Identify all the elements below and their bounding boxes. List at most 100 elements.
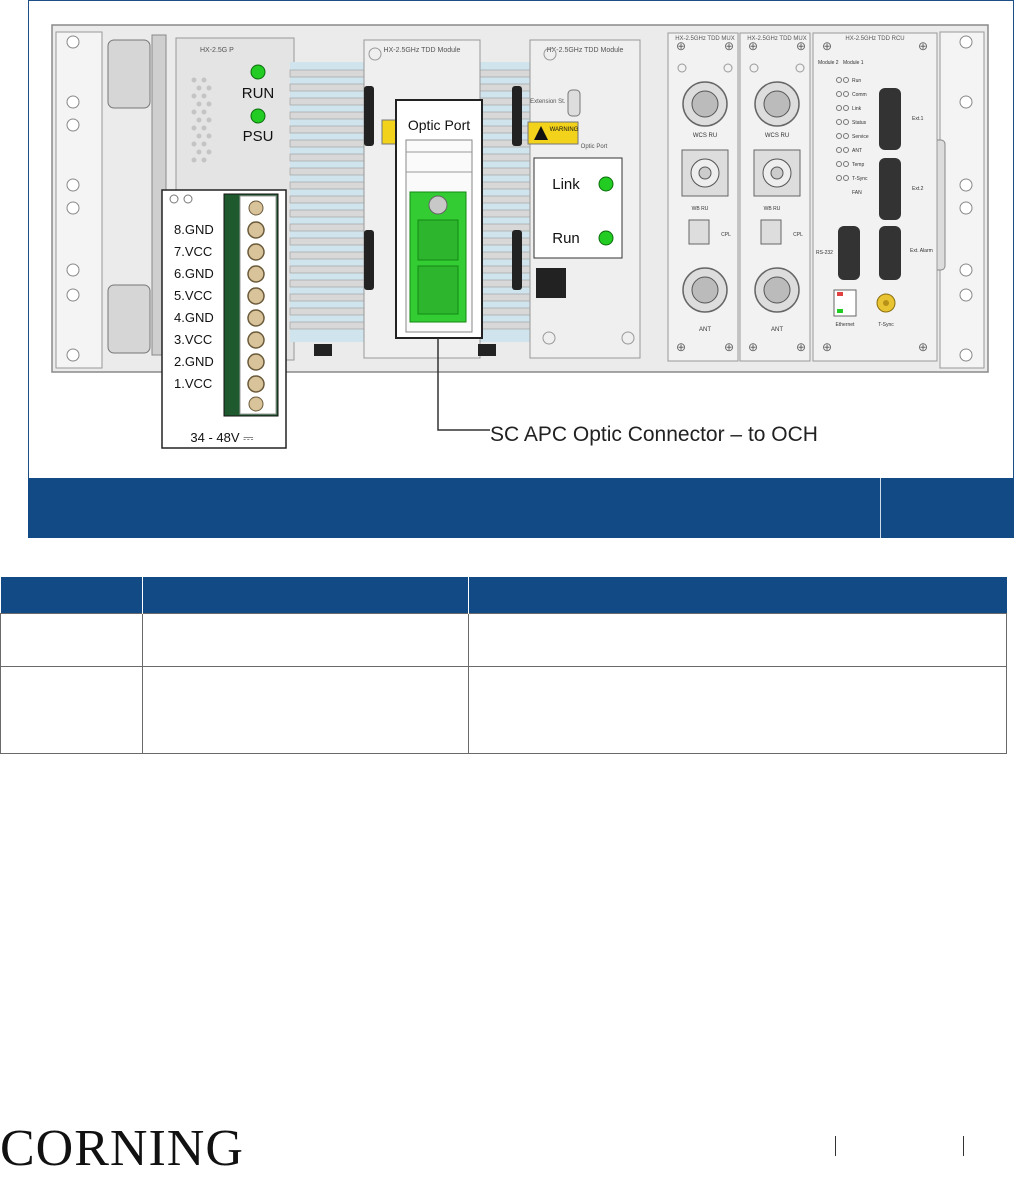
rcu-led-tsync: T-Sync [852,176,868,182]
footer-separator [963,1136,964,1156]
equipment-illustration: HX-2.5G P RUN PSU HX- [51,24,989,449]
table-header-cell [0,577,143,614]
laser-warning-label [527,121,579,145]
svg-text:⊕: ⊕ [822,39,832,53]
table-row [0,666,1007,754]
mux-module-1: HX-2.5GHz TDD MUX ⊕ ⊕ WCS RU WB RU CPL A… [667,32,739,362]
svg-text:⊕: ⊕ [796,39,806,53]
module-2-header: Module 2 [818,60,839,66]
cpl-port [688,219,710,245]
table-header-cell [142,577,469,614]
tdd-module-1-title: HX-2.5GHz TDD Module [384,47,461,54]
pin-2-label: 2.GND [174,354,214,369]
svg-text:⊕: ⊕ [748,340,758,354]
tdd-module-2-title: HX-2.5GHz TDD Module [547,47,624,54]
rcu-led-service: Service [852,134,869,140]
wb-ru-label-2: WB RU [764,206,781,212]
rcu-led-ant: ANT [852,148,862,154]
rcu-led-status: Status [852,120,867,126]
psu-module-title: HX-2.5G P [200,47,234,54]
handle-top [107,39,151,109]
link-led-label: Link [552,176,580,193]
mux-1-title: HX-2.5GHz TDD MUX [675,36,735,42]
tsync-label: T-Sync [878,322,894,328]
extension-label: Extension St. OUT [530,99,580,105]
table-cell [141,666,469,754]
psu-led [250,108,266,124]
ethernet-label: Ethernet [836,322,856,328]
pin-4-label: 4.GND [174,310,214,325]
cpl-label: CPL [721,232,731,238]
pin-6-label: 6.GND [174,266,214,281]
corning-logo: CORNING [0,1120,244,1177]
wcs-ru-label: WCS RU [693,133,717,139]
svg-text:⊕: ⊕ [822,340,832,354]
wb-ru-label: WB RU [692,206,709,212]
table-cell [0,613,143,667]
svg-text:⊕: ⊕ [724,39,734,53]
rcu-led-fan: FAN [852,190,862,196]
ext2-connector [879,158,901,220]
ext1-label: Ext.1 [912,116,924,122]
terminal-block-callout: 8.GND 7.VCC 6.GND 5.VCC 4.GND 3.VCC 2.GN… [161,189,287,449]
table-row [0,613,1007,667]
svg-text:⊕: ⊕ [918,340,928,354]
callout-leader-line [437,338,490,431]
sfp-cage [536,268,566,298]
rcu-title: HX-2.5GHz TDD RCU [845,36,904,42]
tdd-module-2: HX-2.5GHz TDD Module Extension St. OUT W… [512,39,641,359]
svg-text:⊕: ⊕ [918,39,928,53]
spec-table [0,577,1007,754]
rs232-label: RS-232 [816,250,833,256]
optic-port-small-label: Optic Port [581,144,608,150]
cpl-label-2: CPL [793,232,803,238]
warning-text: WARNING [550,127,579,133]
rs232-connector [838,226,860,280]
ext-alarm-connector [879,226,901,280]
rcu-led-link: Link [852,106,862,112]
mux-2-title: HX-2.5GHz TDD MUX [747,36,807,42]
handle-bottom [107,284,151,354]
pin-1-label: 1.VCC [174,376,212,391]
run-status-led [598,230,614,246]
svg-text:⊕: ⊕ [724,340,734,354]
psu-led-label: PSU [243,128,274,145]
svg-text:⊕: ⊕ [676,39,686,53]
connector-annotation: SC APC Optic Connector – to OCH [490,423,818,446]
table-header-cell [468,577,1007,614]
ant-label-2: ANT [771,327,783,333]
rcu-led-temp: Temp [852,162,864,168]
footer-separator [835,1136,836,1156]
ant-label: ANT [699,327,711,333]
link-led [598,176,614,192]
run-led [250,64,266,80]
figure-caption-bar [28,478,1014,538]
wcs-ru-label-2: WCS RU [765,133,789,139]
optic-port-title: Optic Port [408,117,470,133]
table-cell [467,613,1007,667]
pin-8-label: 8.GND [174,222,214,237]
latch-bottom [364,230,374,290]
table-header-row [0,577,1007,614]
module-1-header: Module 1 [843,60,864,66]
ext1-connector [879,88,901,150]
svg-text:⊕: ⊕ [748,39,758,53]
ext-alarm-label: Ext. Alarm [910,248,933,254]
voltage-label: 34 - 48V ⎓ [190,430,253,445]
caption-divider [880,478,881,538]
pin-7-label: 7.VCC [174,244,212,259]
pin-5-label: 5.VCC [174,288,212,303]
rcu-module: HX-2.5GHz TDD RCU ⊕ ⊕ Module 2 Module 1 … [812,32,938,362]
svg-text:⊕: ⊕ [796,340,806,354]
rcu-led-comm: Comm [852,92,867,98]
left-rack-ear [55,31,167,369]
latch-top [364,86,374,146]
table-cell [0,666,143,754]
ext2-label: Ext.2 [912,186,924,192]
rcu-led-run: Run [852,78,861,84]
table-cell [467,666,1007,754]
run-status-led-label: Run [552,230,580,247]
pin-3-label: 3.VCC [174,332,212,347]
mux-module-2: HX-2.5GHz TDD MUX ⊕ ⊕ WCS RU WB RU CPL A… [739,32,811,362]
run-led-label: RUN [242,85,275,102]
